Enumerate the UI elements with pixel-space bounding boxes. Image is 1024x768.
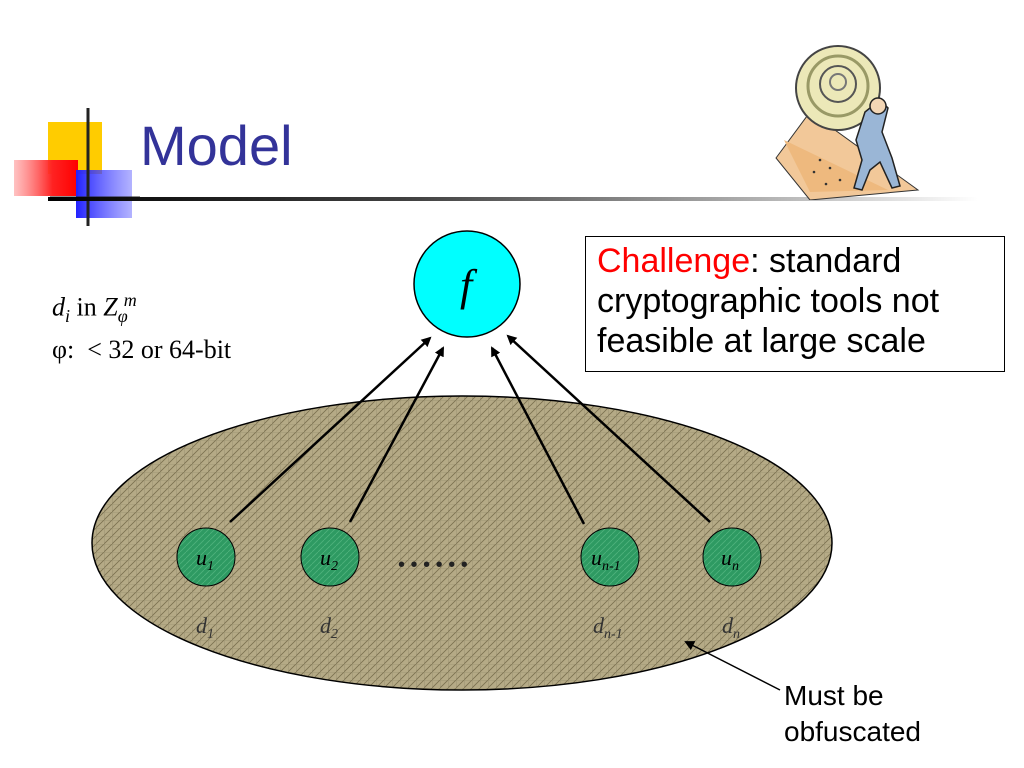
node-label-sub: 1	[207, 559, 214, 574]
svg-text:u1: u1	[196, 545, 214, 574]
title-divider	[48, 197, 978, 201]
participant-node-n-1: un-1	[580, 527, 640, 587]
svg-text:un-1: un-1	[591, 545, 621, 574]
callout-line-1: Must be	[784, 680, 884, 711]
param-set-sub: φ	[117, 305, 128, 326]
ellipsis-dots: • • • • • •	[398, 554, 468, 576]
svg-text:un: un	[721, 545, 739, 574]
arrow-un-to-f	[506, 334, 711, 523]
svg-text:dn-1: dn-1	[593, 613, 623, 642]
obfuscation-callout: Must be obfuscated	[784, 678, 921, 750]
data-label: d	[593, 613, 605, 638]
participant-node-2: u2	[300, 527, 360, 587]
param-var-sub: i	[65, 305, 71, 326]
participant-node-n: un	[702, 527, 762, 587]
param-var: d	[52, 292, 65, 322]
participants-region	[91, 395, 833, 691]
node-label: u	[320, 545, 331, 570]
node-label-sub: n-1	[602, 559, 621, 574]
svg-text:d2: d2	[320, 613, 338, 642]
param-set-sup: m	[123, 290, 137, 310]
aggregator-node	[413, 230, 521, 338]
node-label: u	[591, 545, 602, 570]
param-set: Z	[103, 292, 118, 322]
data-label-sub: n	[733, 627, 740, 642]
node-label-sub: n	[732, 559, 739, 574]
data-label: d	[320, 613, 332, 638]
svg-text:dn: dn	[722, 613, 740, 642]
callout-line-2: obfuscated	[784, 716, 921, 747]
sisyphus-icon	[775, 45, 920, 201]
parameter-note: di in Zφm φ: < 32 or 64-bit	[52, 282, 231, 367]
data-label: d	[722, 613, 734, 638]
param-mid: in	[70, 292, 104, 322]
node-label: u	[721, 545, 732, 570]
parameter-line-1: di in Zφm	[52, 282, 231, 333]
challenge-box: Challenge: standard cryptographic tools …	[585, 236, 1005, 372]
svg-text:u2: u2	[320, 545, 338, 574]
data-label: d	[196, 613, 208, 638]
challenge-keyword: Challenge	[597, 242, 751, 280]
challenge-text: : standard cryptographic tools not feasi…	[597, 242, 940, 360]
svg-text:d1: d1	[196, 613, 214, 642]
arrow-u2-to-f	[348, 346, 445, 523]
callout-arrow	[684, 641, 781, 691]
parameter-line-2: φ: < 32 or 64-bit	[52, 334, 232, 364]
participant-node-1: u1	[176, 527, 236, 587]
data-label-sub: 2	[331, 627, 338, 642]
node-label: u	[196, 545, 207, 570]
arrow-u1-to-f	[229, 336, 432, 523]
node-label-sub: 2	[331, 559, 338, 574]
sisyphus-illustration	[770, 40, 920, 201]
data-label-sub: 1	[207, 627, 214, 642]
data-label-sub: n-1	[604, 627, 623, 642]
page-title: Model	[140, 114, 293, 177]
arrow-un1-to-f	[490, 346, 586, 525]
